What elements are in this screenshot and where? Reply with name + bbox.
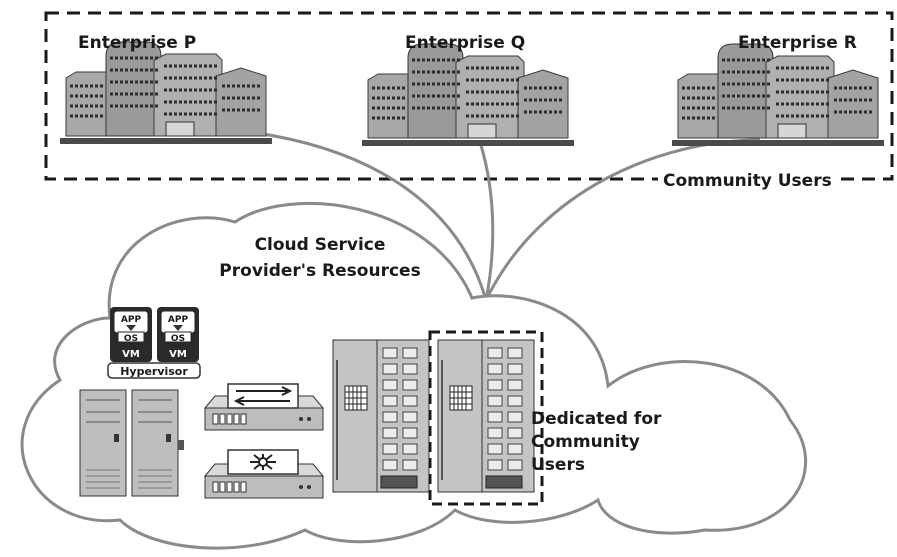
vm-stack-1: APP OS VM: [110, 307, 152, 362]
enterprise-p-label: Enterprise P: [78, 33, 197, 53]
vm-label-1: VM: [122, 349, 140, 360]
enterprise-r-building-icon: [670, 42, 886, 148]
vm-stack-2: APP OS VM: [157, 307, 199, 362]
enterprise-p-building-icon: [58, 40, 274, 146]
os-label-2: OS: [171, 334, 185, 344]
server-tower-icon-1: [79, 389, 127, 497]
router-icon: [204, 449, 324, 499]
cloud-title-line-2: Provider's Resources: [219, 261, 421, 281]
app-label-2: APP: [168, 315, 189, 325]
vm-label-2: VM: [169, 349, 187, 360]
server-tower-icon-2: [131, 389, 179, 497]
dedicated-line-1: Dedicated for: [531, 409, 662, 429]
community-users-label: Community Users: [658, 171, 837, 191]
dedicated-line-3: Users: [531, 455, 585, 475]
os-label-1: OS: [124, 334, 138, 344]
hypervisor-label: Hypervisor: [120, 365, 188, 378]
dedicated-line-2: Community: [531, 432, 640, 452]
community-users-boundary: [44, 11, 894, 181]
dedicated-boundary: [428, 330, 544, 506]
dedicated-label: Dedicated for Community Users: [531, 408, 661, 477]
enterprise-q-label: Enterprise Q: [405, 33, 526, 53]
app-label-1: APP: [121, 315, 142, 325]
switch-icon: [204, 383, 324, 431]
rack-cabinet-icon-2-dedicated: [437, 339, 535, 493]
hypervisor-bar: [107, 362, 201, 379]
cloud-title-line-1: Cloud Service: [254, 235, 386, 255]
cloud-title: Cloud Service Provider's Resources: [200, 232, 440, 284]
enterprise-q-building-icon: [360, 42, 576, 148]
enterprise-r-label: Enterprise R: [738, 33, 857, 53]
rack-cabinet-icon-1: [332, 339, 430, 493]
